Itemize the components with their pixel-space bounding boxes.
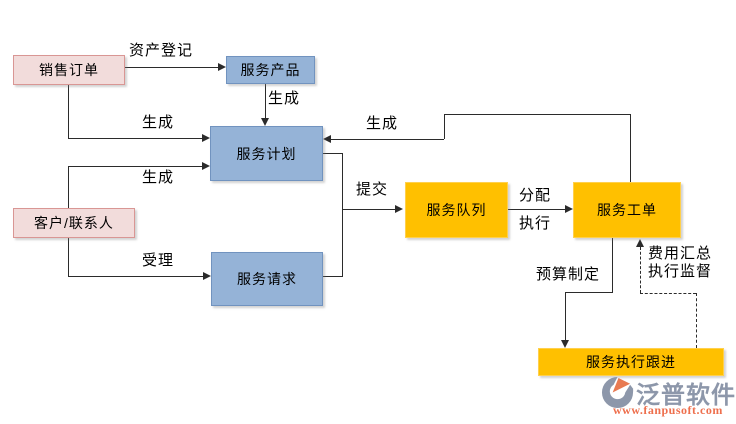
- edge-label-submit: 提交: [356, 181, 389, 199]
- fanpu-logo-url-text: www.fanpusoft.com: [613, 403, 723, 417]
- connector-trunk-to-queue: [342, 209, 395, 210]
- connector-order-to-plan-top: [444, 114, 631, 115]
- arrowhead-tracking-to-order: [636, 239, 644, 247]
- connector-sales-to-product: [125, 67, 219, 68]
- fanpu-logo-icon: [601, 376, 634, 409]
- arrowhead-customer-to-plan: [202, 162, 210, 170]
- connector-sales-to-plan-horizontal: [68, 138, 202, 139]
- connector-queue-to-order: [508, 209, 565, 210]
- connector-customer-to-request-vertical: [68, 238, 69, 276]
- connector-tracking-to-order-entry: [640, 247, 641, 293]
- edge-label-generate-sales-to-plan: 生成: [142, 114, 175, 132]
- connector-order-to-tracking-shelf: [565, 292, 613, 293]
- connector-order-to-plan-entry: [331, 139, 444, 140]
- edge-label-cost-summary: 费用汇总: [648, 245, 713, 263]
- node-service-queue[interactable]: 服务队列: [405, 182, 508, 238]
- connector-customer-to-plan-vertical: [68, 166, 69, 208]
- arrowhead-customer-to-request: [203, 272, 211, 280]
- connector-product-to-plan: [265, 84, 266, 118]
- edge-label-generate-product-to-plan: 生成: [268, 90, 301, 108]
- node-customer-contact[interactable]: 客户/联系人: [13, 208, 135, 238]
- connector-order-to-plan-drop: [444, 114, 445, 139]
- node-service-plan[interactable]: 服务计划: [210, 126, 323, 181]
- arrowhead-order-to-tracking: [561, 340, 569, 348]
- edge-label-asset-register: 资产登记: [129, 42, 194, 60]
- node-service-tracking[interactable]: 服务执行跟进: [538, 348, 724, 376]
- arrowhead-queue-to-order: [565, 205, 573, 213]
- connector-plan-to-trunk: [323, 153, 342, 154]
- node-sales-order[interactable]: 销售订单: [13, 55, 125, 85]
- arrowhead-order-to-plan: [323, 135, 331, 143]
- arrowhead-sales-to-plan: [202, 134, 210, 142]
- connector-trunk-vertical: [342, 153, 343, 277]
- arrowhead-sales-to-product: [218, 63, 226, 71]
- connector-order-to-tracking-drop2: [565, 292, 566, 340]
- edge-label-execution-supervision: 执行监督: [648, 263, 713, 281]
- fanpu-logo-brand-text: 泛普软件: [636, 382, 736, 409]
- connector-request-to-trunk: [323, 276, 342, 277]
- arrowhead-product-to-plan: [261, 118, 269, 126]
- edge-label-budget-making: 预算制定: [536, 266, 601, 284]
- fanpu-logo: 泛普软件 www.fanpusoft.com: [599, 374, 736, 420]
- connector-order-to-plan-riser: [630, 114, 631, 182]
- edge-label-assign: 分配: [519, 187, 552, 205]
- node-service-order[interactable]: 服务工单: [573, 182, 681, 238]
- node-service-request[interactable]: 服务请求: [211, 252, 323, 306]
- connector-tracking-to-order-shelf: [640, 293, 696, 294]
- connector-customer-to-request-horizontal: [68, 276, 203, 277]
- node-service-product[interactable]: 服务产品: [226, 56, 315, 84]
- edge-label-execute: 执行: [519, 215, 552, 233]
- arrowhead-trunk-to-queue: [395, 205, 403, 213]
- connector-order-to-tracking-drop1: [612, 238, 613, 292]
- connector-sales-to-plan-vertical: [68, 85, 69, 138]
- edge-label-generate-order-to-plan: 生成: [366, 115, 399, 133]
- edge-label-generate-customer-to-plan: 生成: [142, 169, 175, 187]
- connector-tracking-to-order-riser: [696, 293, 697, 348]
- edge-label-accept: 受理: [142, 252, 175, 270]
- connector-customer-to-plan-horizontal: [68, 166, 202, 167]
